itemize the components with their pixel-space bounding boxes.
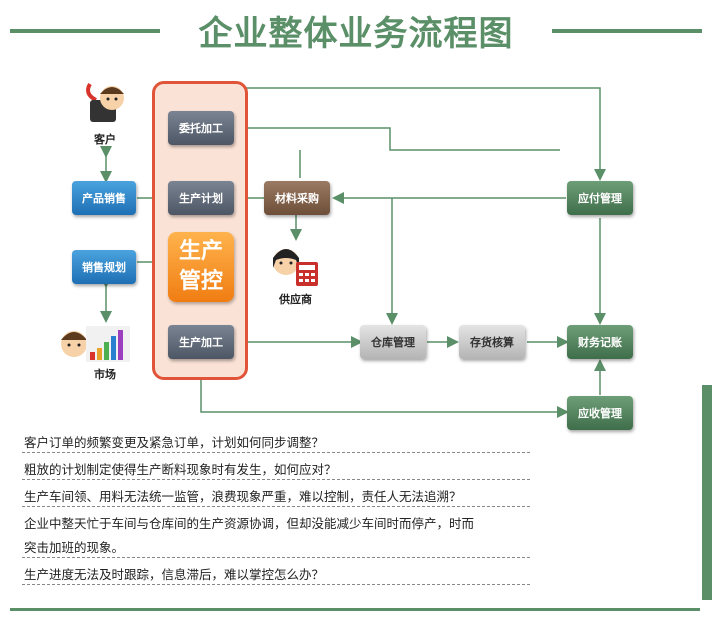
issue-item: 企业中整天忙于车间与仓库间的生产资源协调，但却没能减少车间时而停产，时而 (24, 516, 475, 531)
issue-item: 突击加班的现象。 (24, 540, 125, 555)
divider (22, 557, 530, 558)
node-production: 生产加工 (168, 325, 234, 359)
issue-item: 粗放的计划制定使得生产断料现象时有发生，如何应对？ (24, 462, 337, 477)
node-product-sales: 产品销售 (72, 181, 136, 215)
node-purchase: 材料采购 (264, 181, 330, 215)
divider (22, 452, 530, 453)
customer-label: 客户 (94, 133, 116, 146)
node-commission: 委托加工 (168, 111, 234, 145)
issue-item: 生产车间领、用料无法统一监管，浪费现象严重，难以控制，责任人无法追溯？ (24, 489, 462, 504)
node-plan: 生产计划 (168, 181, 234, 215)
core-production-control-label: 生产 管控 (168, 232, 234, 302)
customer-icon (86, 82, 124, 122)
divider (22, 506, 530, 507)
core-label-line1: 生产 (178, 239, 223, 264)
divider (22, 479, 530, 480)
footer-rule (10, 608, 700, 611)
supplier-label: 供应商 (279, 293, 312, 306)
node-payable: 应付管理 (567, 181, 633, 215)
divider (22, 584, 530, 585)
core-label-line2: 管控 (178, 269, 223, 294)
market-label: 市场 (94, 368, 116, 381)
node-finance: 财务记账 (567, 325, 633, 359)
node-warehouse: 仓库管理 (360, 325, 426, 359)
header-rule-left (10, 29, 160, 33)
side-accent-bar (702, 385, 712, 600)
issue-item: 生产进度无法及时跟踪，信息滞后，难以掌控怎么办？ (24, 567, 325, 582)
page-title: 企业整体业务流程图 (198, 14, 514, 54)
market-chart-icon (61, 326, 130, 362)
node-inventory: 存货核算 (459, 325, 525, 359)
header-rule-right (552, 29, 702, 33)
node-sales-planning: 销售规划 (72, 250, 136, 284)
supplier-icon (273, 249, 318, 286)
node-receivable: 应收管理 (567, 396, 633, 430)
issue-item: 客户订单的频繁变更及紧急订单，计划如何同步调整？ (24, 435, 325, 450)
